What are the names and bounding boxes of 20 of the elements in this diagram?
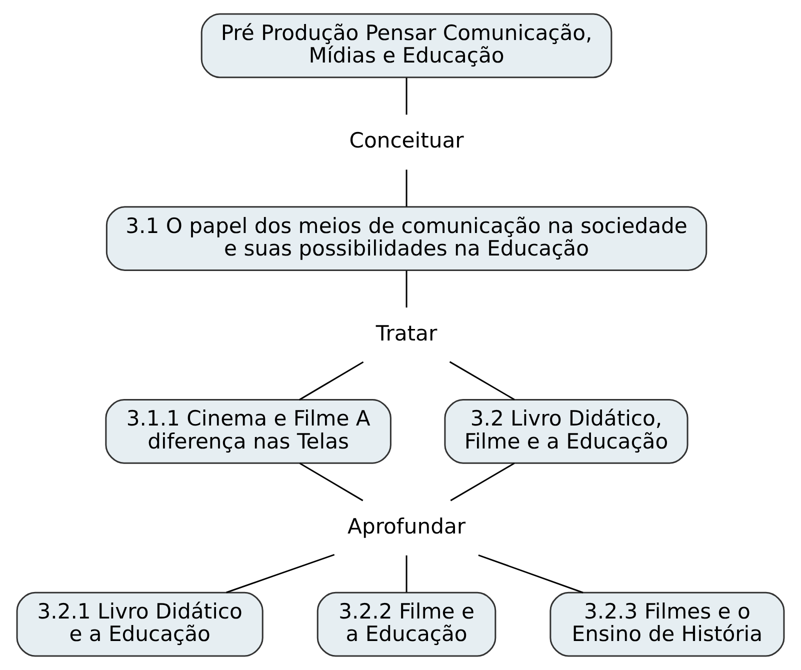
connector	[478, 554, 584, 594]
node-box: 3.2.1 Livro Didático e a Educação	[16, 592, 264, 657]
connector	[406, 555, 408, 592]
node-box: 3.1 O papel dos meios de comunicação na sociedade e suas possibilidades na Educação	[106, 206, 708, 271]
node-text: Aprofundar	[348, 513, 466, 538]
node-box: 3.2 Livro Didático, Filme e a Educação	[444, 399, 688, 464]
connector	[406, 78, 408, 115]
connector	[226, 554, 335, 594]
node-text: Conceituar	[349, 128, 464, 153]
connector	[298, 361, 364, 400]
connector	[299, 462, 364, 502]
node-text: Tratar	[376, 320, 438, 346]
node-box: Pré Produção Pensar Comunicação, Mídias e Educação	[200, 13, 612, 78]
connector	[450, 462, 515, 502]
node-box: 3.2.3 Filmes e o Ensino de História	[550, 592, 785, 657]
connector	[406, 170, 408, 207]
node-box: 3.2.2 Filme e a Educação	[316, 592, 496, 657]
connector	[449, 361, 515, 400]
node-box: 3.1.1 Cinema e Filme A diferença nas Telas	[105, 399, 392, 464]
connector	[406, 270, 408, 308]
